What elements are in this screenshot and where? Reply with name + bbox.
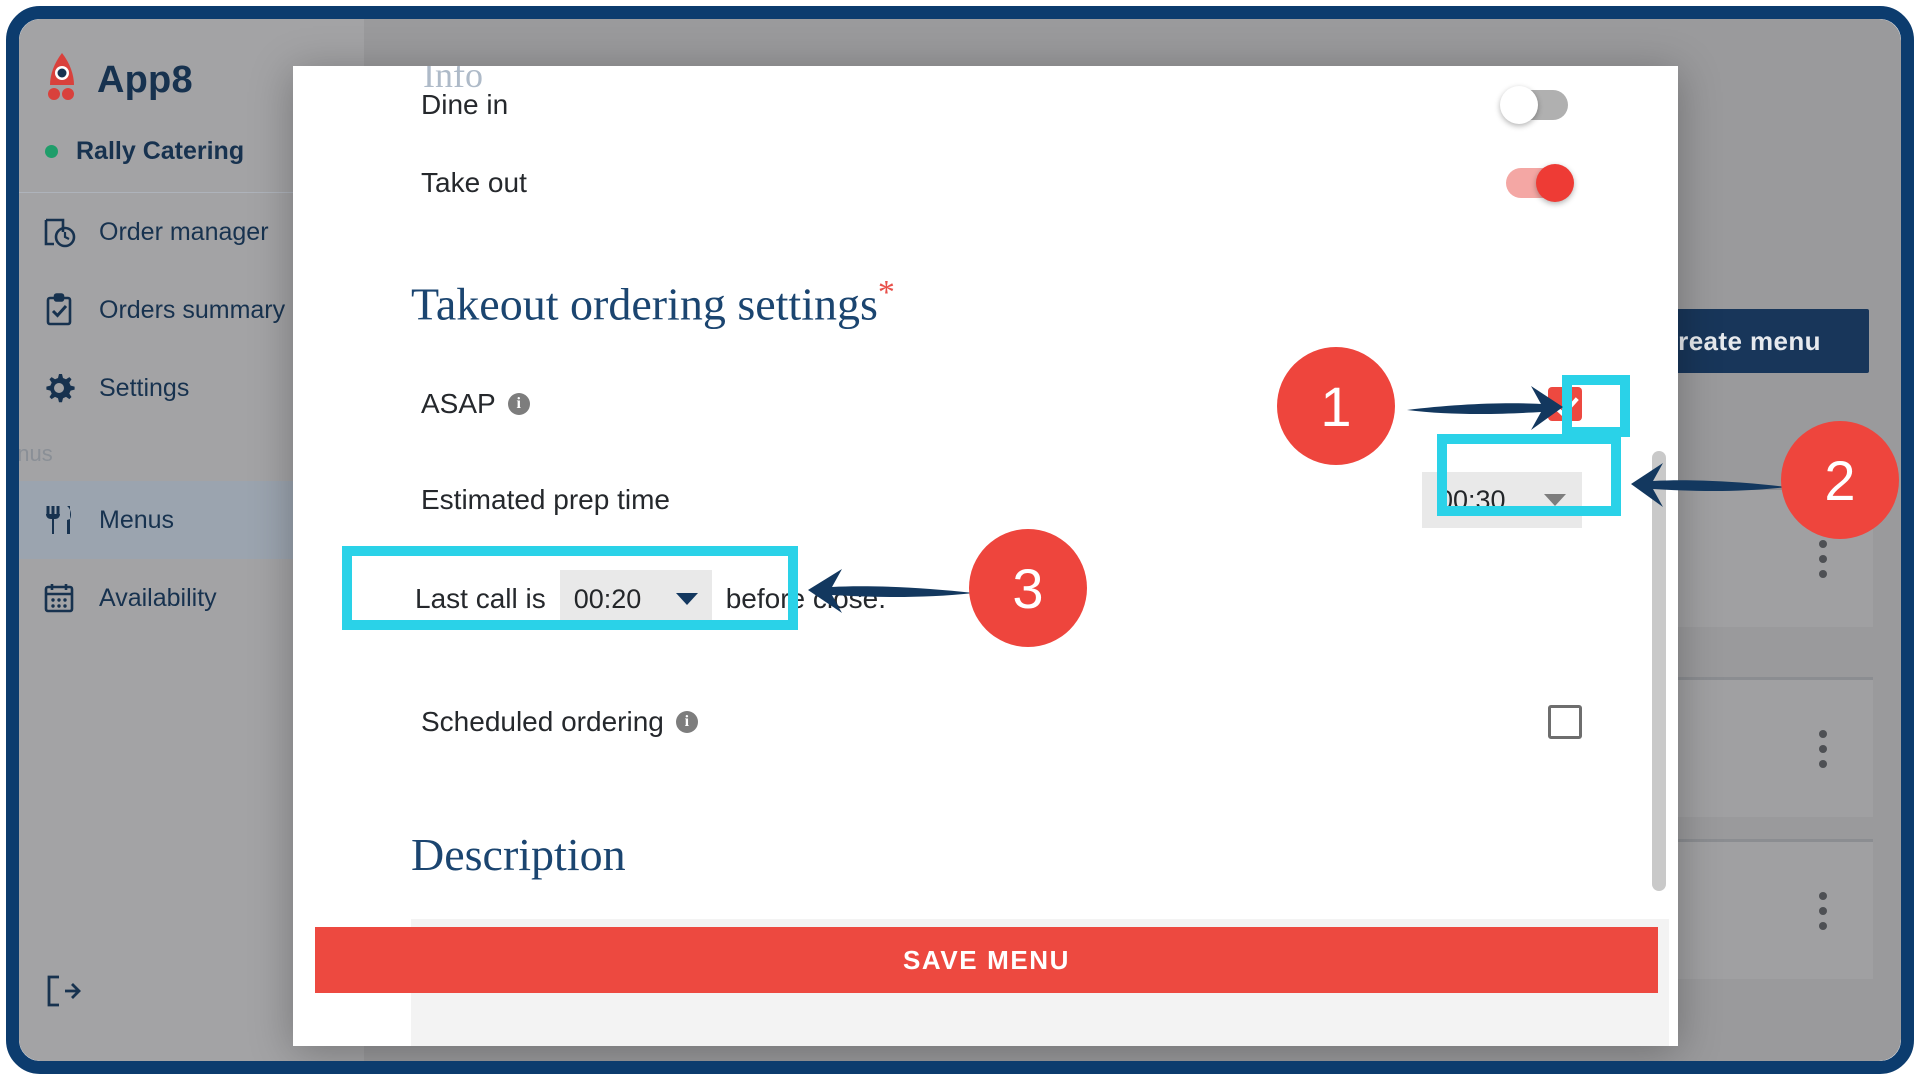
takeout-settings-heading-text: Takeout ordering settings <box>411 278 878 330</box>
last-call-value: 00:20 <box>573 583 642 614</box>
last-call-select[interactable]: 00:20 <box>559 570 712 629</box>
annotation-number: 1 <box>1320 374 1352 438</box>
annotation-arrow-2 <box>1631 463 1787 507</box>
highlight-box-last-call <box>342 546 798 630</box>
sidebar-item-label: Settings <box>99 373 190 402</box>
toggle-knob <box>1500 86 1538 124</box>
modal-scrollbar[interactable] <box>1652 451 1666 891</box>
cutlery-icon <box>41 502 77 538</box>
estimated-prep-time-label: Estimated prep time <box>421 484 670 516</box>
scheduled-ordering-label: Scheduled ordering <box>421 706 664 738</box>
sidebar-item-label: Availability <box>99 583 217 612</box>
rocket-logo-icon <box>41 51 83 110</box>
modal-title-clipped: Info <box>423 66 483 95</box>
venue-selector[interactable]: Rally Catering <box>19 111 364 193</box>
chevron-down-icon <box>1544 494 1566 507</box>
annotation-badge-2: 2 <box>1781 421 1899 539</box>
more-vertical-icon[interactable] <box>1819 891 1827 930</box>
toggle-knob <box>1536 164 1574 202</box>
annotation-arrow-1 <box>1407 386 1563 430</box>
sidebar-item-label: Menus <box>99 505 175 534</box>
clipboard-check-icon <box>41 292 77 328</box>
asap-label-group: ASAP i <box>421 388 530 420</box>
venue-status-dot <box>45 145 58 158</box>
create-menu-label: Create menu <box>1659 325 1821 356</box>
last-call-row: Last call is 00:20 before close. <box>415 570 887 629</box>
estimated-prep-time-row: Estimated prep time 00:30 <box>353 452 1618 548</box>
service-label: Take out <box>421 167 527 198</box>
save-menu-label: SAVE MENU <box>902 944 1071 975</box>
info-icon[interactable]: i <box>507 393 530 416</box>
sidebar-item-orders-summary[interactable]: Orders summary <box>19 271 364 349</box>
more-vertical-icon[interactable] <box>1819 539 1827 578</box>
sidebar-item-label: Order manager <box>99 217 269 246</box>
scheduled-ordering-row: Scheduled ordering i <box>353 674 1618 770</box>
highlight-box-asap-checkbox <box>1562 375 1630 437</box>
brand-name: App8 <box>97 58 193 101</box>
required-marker: * <box>877 274 895 311</box>
save-menu-button[interactable]: SAVE MENU <box>315 927 1658 993</box>
calendar-icon <box>41 580 77 616</box>
scheduled-ordering-label-group: Scheduled ordering i <box>421 706 698 738</box>
service-label: Dine in <box>421 89 509 120</box>
sidebar-item-order-manager[interactable]: Order manager <box>19 193 364 271</box>
asap-label: ASAP <box>421 388 496 420</box>
annotation-arrow-3 <box>808 569 974 613</box>
app-viewport: App8 Rally Catering Order manager <box>19 19 1901 1061</box>
gear-icon <box>41 370 77 406</box>
annotation-number: 3 <box>1012 556 1044 620</box>
description-heading: Description <box>411 829 626 881</box>
last-call-prefix: Last call is <box>415 583 546 615</box>
sidebar-item-label: Orders summary <box>99 295 286 324</box>
more-vertical-icon[interactable] <box>1819 729 1827 768</box>
scheduled-ordering-checkbox[interactable] <box>1548 705 1582 740</box>
brand-logo[interactable]: App8 <box>19 19 364 111</box>
service-row-take-out: Take out <box>353 144 1618 222</box>
device-frame: App8 Rally Catering Order manager <box>6 6 1914 1074</box>
take-out-toggle[interactable] <box>1506 164 1574 202</box>
venue-name: Rally Catering <box>76 137 245 165</box>
chevron-down-icon <box>675 593 698 606</box>
sidebar-item-settings[interactable]: Settings <box>19 349 364 427</box>
logout-icon[interactable] <box>45 974 81 1013</box>
highlight-box-prep-time <box>1437 434 1621 516</box>
annotation-badge-3: 3 <box>969 529 1087 647</box>
info-icon[interactable]: i <box>675 711 698 734</box>
order-clock-icon <box>41 214 77 250</box>
sidebar-section-label: enus <box>19 441 53 466</box>
annotation-badge-1: 1 <box>1277 347 1395 465</box>
service-row-dine-in: Dine in <box>353 66 1618 144</box>
takeout-settings-heading: Takeout ordering settings* <box>353 222 1618 330</box>
dine-in-toggle[interactable] <box>1500 86 1568 124</box>
sidebar-item-availability[interactable]: Availability <box>19 559 364 637</box>
annotation-number: 2 <box>1824 448 1856 512</box>
